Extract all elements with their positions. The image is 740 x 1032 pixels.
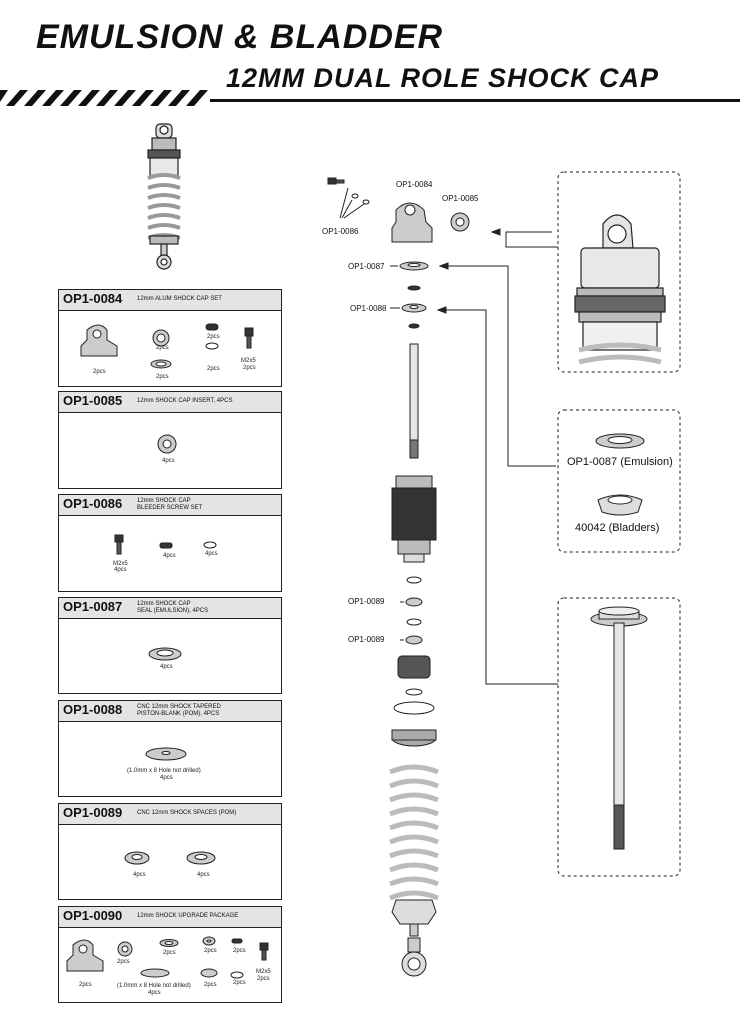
upgrade-package-illustration	[66, 936, 269, 979]
part-header: OP1-0089 CNC 12mm SHOCK SPACES (POM)	[59, 804, 281, 825]
qty: 2pcs	[207, 334, 220, 340]
part-description: 12mm SHOCK CAP INSERT, 4PCS	[137, 398, 233, 404]
part-header: OP1-0085 12mm SHOCK CAP INSERT, 4PCS	[59, 392, 281, 413]
part-code: OP1-0089	[63, 805, 123, 820]
part-code: OP1-0085	[63, 393, 123, 408]
qty: 4pcs	[197, 872, 210, 878]
part-header: OP1-0087 12mm SHOCK CAP SEAL (EMULSION),…	[59, 598, 281, 619]
diagram-label: OP1-0086	[322, 227, 359, 236]
diagram-label: OP1-0088	[350, 304, 387, 313]
part-description-line2: SEAL (EMULSION), 4PCS	[137, 608, 209, 614]
part-description: 12mm ALUM SHOCK CAP SET	[137, 296, 222, 302]
part-description: 12mm SHOCK CAP	[137, 601, 191, 607]
bleeder-screw-set-illustration	[114, 534, 217, 555]
qty: 2pcs	[243, 365, 256, 371]
part-header: OP1-0090 12mm SHOCK UPGRADE PACKAGE	[59, 907, 281, 928]
part-code: OP1-0088	[63, 702, 123, 717]
part-box-op1-0087: OP1-0087 12mm SHOCK CAP SEAL (EMULSION),…	[58, 597, 282, 694]
piston-blank-icon	[145, 747, 187, 761]
part-header: OP1-0086 12mm SHOCK CAP BLEEDER SCREW SE…	[59, 495, 281, 516]
qty: 2pcs	[156, 374, 169, 380]
screw-size: M2x5	[241, 358, 256, 364]
page-subtitle: 12MM DUAL ROLE SHOCK CAP	[226, 63, 660, 93]
qty: 2pcs	[257, 976, 270, 982]
part-description-line2: PISTON-BLANK (POM), 4PCS	[137, 711, 220, 717]
qty: 4pcs	[114, 567, 127, 573]
part-description: CNC 12mm SHOCK TAPERED	[137, 704, 221, 710]
qty: 2pcs	[156, 345, 169, 351]
qty: 2pcs	[204, 948, 217, 954]
qty: 4pcs	[148, 990, 161, 996]
qty: 4pcs	[163, 553, 176, 559]
screw-size: M2x5	[256, 969, 271, 975]
callout-lines	[436, 171, 681, 877]
part-header: OP1-0088 CNC 12mm SHOCK TAPERED PISTON-B…	[59, 701, 281, 722]
exploded-shock-diagram	[327, 177, 470, 977]
part-code: OP1-0084	[63, 291, 123, 306]
part-parts-illustration	[80, 323, 254, 369]
part-box-op1-0085: OP1-0085 12mm SHOCK CAP INSERT, 4PCS 4pc…	[58, 391, 282, 489]
qty: 4pcs	[162, 458, 175, 464]
part-code: OP1-0090	[63, 908, 123, 923]
part-header: OP1-0084 12mm ALUM SHOCK CAP SET	[59, 290, 281, 311]
part-code: OP1-0086	[63, 496, 123, 511]
diagram-label: OP1-0085	[442, 194, 479, 203]
shaft-piston-closeup	[590, 606, 648, 850]
part-description: 12mm SHOCK UPGRADE PACKAGE	[137, 913, 239, 919]
qty: 4pcs	[160, 664, 173, 670]
part-box-op1-0089: OP1-0089 CNC 12mm SHOCK SPACES (POM) 4pc…	[58, 803, 282, 900]
bladder-icon	[597, 494, 643, 516]
shock-spacers-illustration	[124, 851, 216, 865]
shock-cap-seal-icon	[148, 647, 182, 661]
part-box-op1-0090: OP1-0090 12mm SHOCK UPGRADE PACKAGE 2pcs…	[58, 906, 282, 1003]
qty: 2pcs	[79, 982, 92, 988]
qty: 2pcs	[93, 369, 106, 375]
callout-label-bladders: 40042 (Bladders)	[575, 522, 660, 534]
page-title: EMULSION & BLADDER	[36, 18, 444, 56]
qty: 4pcs	[133, 872, 146, 878]
qty: 2pcs	[117, 959, 130, 965]
screw-size: M2x5	[113, 561, 128, 567]
diagram-label: OP1-0084	[396, 180, 433, 189]
part-box-op1-0086: OP1-0086 12mm SHOCK CAP BLEEDER SCREW SE…	[58, 494, 282, 592]
diagram-label: OP1-0089	[348, 597, 385, 606]
qty: 2pcs	[207, 366, 220, 372]
part-description-line2: BLEEDER SCREW SET	[137, 505, 203, 511]
assembled-shock-illustration	[147, 123, 181, 270]
header-stripe-bar	[0, 90, 740, 106]
shock-top-closeup	[574, 214, 666, 365]
piston-note: (1.0mm x 8 Hole not drilled)	[127, 768, 201, 774]
part-box-op1-0088: OP1-0088 CNC 12mm SHOCK TAPERED PISTON-B…	[58, 700, 282, 797]
qty: 4pcs	[205, 551, 218, 557]
qty: 2pcs	[233, 948, 246, 954]
qty: 2pcs	[233, 980, 246, 986]
diagram-label: OP1-0087	[348, 262, 385, 271]
part-description: CNC 12mm SHOCK SPACES (POM)	[137, 810, 237, 816]
emulsion-seal-icon	[595, 433, 645, 449]
qty: 4pcs	[160, 775, 173, 781]
shock-cap-insert-icon	[157, 434, 177, 454]
qty: 2pcs	[163, 950, 176, 956]
callout-label-emulsion: OP1-0087 (Emulsion)	[567, 456, 673, 468]
diagram-label: OP1-0089	[348, 635, 385, 644]
qty: 2pcs	[204, 982, 217, 988]
part-box-op1-0084: OP1-0084 12mm ALUM SHOCK CAP SET 2pcs 2p…	[58, 289, 282, 387]
part-code: OP1-0087	[63, 599, 123, 614]
piston-note: (1.0mm x 8 Hole not drilled)	[117, 983, 191, 989]
part-description: 12mm SHOCK CAP	[137, 498, 191, 504]
